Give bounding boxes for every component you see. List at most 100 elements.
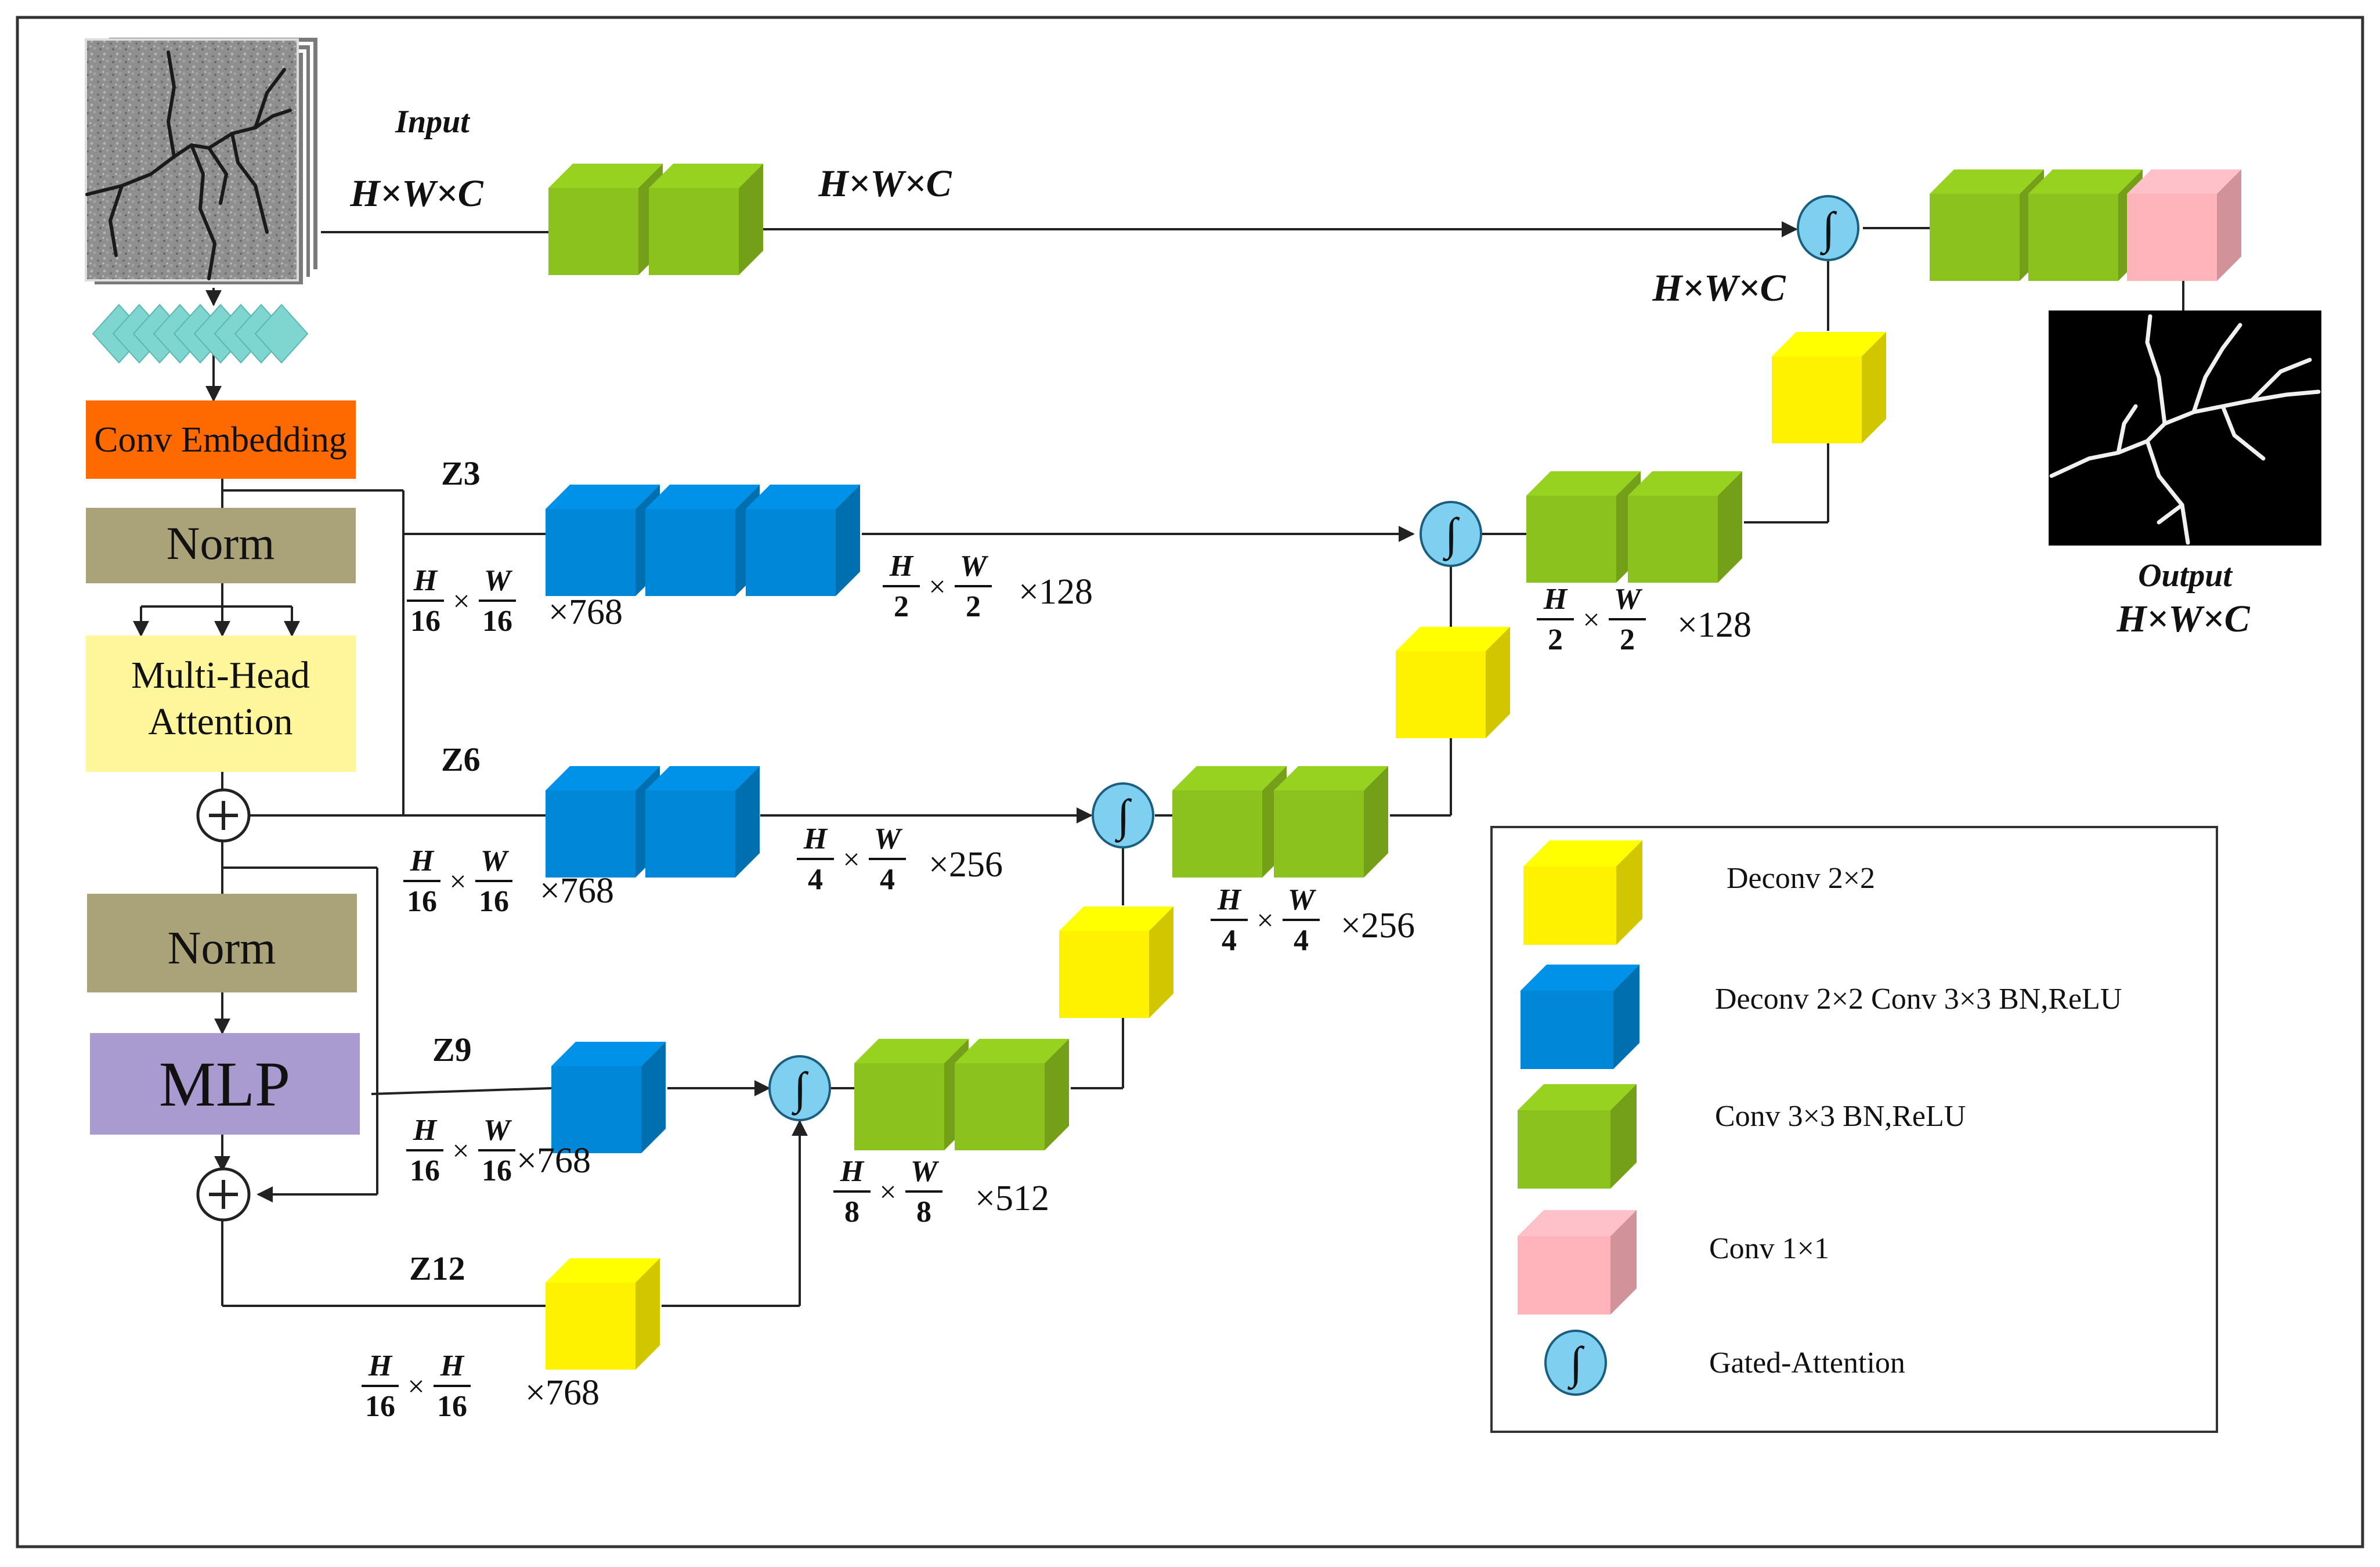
- svg-text:H: H: [889, 550, 914, 583]
- svg-text:H: H: [440, 1349, 465, 1382]
- deconv-cube-z12: [546, 1258, 660, 1370]
- quarter-out-fraction-left: H4: [1211, 883, 1248, 957]
- output-mask-image: [2049, 310, 2321, 546]
- mha-label-line2: Attention: [148, 701, 292, 743]
- conv3-cube-eighth-1: [854, 1039, 969, 1150]
- z12-channels: ×768: [525, 1373, 599, 1413]
- z6-dims-fraction: H16×W16: [403, 844, 512, 918]
- eighth-fraction: H8×W8: [833, 1155, 942, 1229]
- deconv-conv-cube-z9: [551, 1042, 666, 1153]
- svg-text:4: 4: [1294, 924, 1309, 957]
- quarter-out-fraction: H4×W4: [1211, 883, 1320, 957]
- z9-dims-fraction: H 16 × W 16: [406, 1114, 515, 1187]
- eighth-channels: ×512: [975, 1179, 1049, 1218]
- conv3-cube-out-1: [1930, 169, 2044, 281]
- z9-channels: ×768: [517, 1141, 591, 1180]
- half-out-fraction: H2 × W 2: [1537, 583, 1646, 656]
- svg-text:H: H: [413, 564, 438, 597]
- svg-text:H: H: [413, 1114, 438, 1147]
- svg-text:∫: ∫: [1819, 203, 1837, 255]
- deconv-cube-lower: [1059, 907, 1173, 1018]
- svg-text:16: 16: [407, 885, 437, 918]
- svg-text:4: 4: [1222, 924, 1237, 957]
- svg-text:16: 16: [410, 1154, 440, 1187]
- svg-text:H: H: [1217, 883, 1242, 916]
- svg-text:4: 4: [880, 863, 895, 896]
- conv3-cube-quarter-2: [1274, 766, 1388, 878]
- svg-text:×: ×: [1583, 604, 1599, 637]
- input-image-stack: [85, 34, 321, 288]
- svg-text:W: W: [911, 1155, 940, 1188]
- legend-conv3-label: Conv 3×3 BN,ReLU: [1715, 1100, 1966, 1133]
- half-out-fraction-left: H2: [1537, 583, 1574, 656]
- svg-text:2: 2: [894, 590, 909, 623]
- svg-text:×: ×: [929, 571, 945, 604]
- z9-label: Z9: [432, 1031, 472, 1068]
- z12-dims-fraction: H16×H16: [362, 1349, 471, 1423]
- conv3-cube-out-2: [2028, 169, 2143, 281]
- conv3-cube-half-1: [1526, 471, 1641, 583]
- svg-text:8: 8: [916, 1196, 931, 1229]
- z3-label: Z3: [441, 454, 481, 492]
- norm-block-1: [86, 508, 356, 583]
- conv1-cube-out: [2127, 169, 2241, 281]
- patch-embedding-tokens: [92, 304, 309, 364]
- svg-text:4: 4: [808, 863, 823, 896]
- svg-text:×: ×: [879, 1176, 896, 1209]
- svg-text:∫: ∫: [791, 1063, 808, 1115]
- svg-text:∫: ∫: [1442, 508, 1460, 561]
- z3-dims-fraction-right: W16: [479, 564, 516, 638]
- legend-gated-label: Gated-Attention: [1709, 1346, 1905, 1380]
- quarter-in-fraction: H4×W4: [797, 822, 906, 896]
- svg-text:16: 16: [437, 1390, 467, 1423]
- z6-channels: ×768: [540, 871, 614, 911]
- svg-text:H: H: [840, 1155, 865, 1188]
- z3-channels: ×768: [548, 593, 623, 632]
- z6-dims-fraction-left: H16: [403, 844, 440, 918]
- conv3-cube-half-2: [1628, 471, 1742, 583]
- svg-text:16: 16: [482, 605, 512, 638]
- residual-add-1: [196, 788, 251, 843]
- deconv-conv-cube-z6-2: [645, 766, 760, 878]
- z6-dims-fraction-right: W16: [475, 844, 512, 918]
- deconv-conv-cube-z3-2: [645, 485, 760, 596]
- legend-deconv-conv-icon: [1521, 965, 1639, 1069]
- gated-attention-icon-quarter: ∫: [1092, 782, 1154, 849]
- legend-conv1-label: Conv 1×1: [1709, 1232, 1829, 1265]
- z3-dims-fraction-left: H16: [407, 564, 444, 638]
- output-dims-label: H×W×C: [2116, 598, 2250, 640]
- z6-label: Z6: [441, 741, 481, 778]
- legend-gated-attention-icon: ∫: [1544, 1330, 1607, 1396]
- z12-label: Z12: [409, 1250, 465, 1287]
- svg-text:×: ×: [452, 1135, 469, 1168]
- svg-text:W: W: [481, 844, 510, 878]
- mlp-label: MLP: [159, 1049, 290, 1120]
- svg-text:×: ×: [453, 585, 470, 618]
- mlp-block: [90, 1033, 360, 1135]
- legend: ∫ Deconv 2×2 Deconv 2×2 Conv 3×3 BN,ReLU…: [1490, 826, 2218, 1433]
- z9-dims-fraction-left: H 16: [406, 1114, 443, 1187]
- half-out-channels: ×128: [1677, 605, 1751, 645]
- conv3-cube-top-1: [548, 164, 663, 275]
- svg-text:2: 2: [1620, 623, 1635, 656]
- svg-text:2: 2: [1548, 623, 1563, 656]
- input-title: Input: [395, 104, 470, 140]
- svg-text:∫: ∫: [1114, 790, 1132, 843]
- residual-add-2: [196, 1167, 251, 1222]
- svg-text:W: W: [483, 1114, 512, 1147]
- right-dims-label: H×W×C: [1652, 267, 1786, 309]
- conv3-cube-quarter-1: [1172, 766, 1287, 878]
- half-in-fraction-right: W2: [955, 550, 992, 623]
- quarter-in-fraction-left: H4: [797, 822, 834, 896]
- svg-text:W: W: [1614, 583, 1643, 616]
- norm-block-2: [87, 894, 357, 992]
- svg-text:16: 16: [482, 1154, 512, 1187]
- skip-dims-label: H×W×C: [818, 163, 952, 205]
- eighth-fraction-right: W8: [905, 1155, 942, 1229]
- svg-text:8: 8: [844, 1196, 859, 1229]
- deconv-conv-cube-z3-1: [546, 485, 660, 596]
- connection-lines: [133, 221, 2184, 1307]
- svg-text:×: ×: [843, 843, 859, 876]
- svg-text:∫: ∫: [1567, 1337, 1584, 1390]
- svg-text:×: ×: [407, 1370, 424, 1403]
